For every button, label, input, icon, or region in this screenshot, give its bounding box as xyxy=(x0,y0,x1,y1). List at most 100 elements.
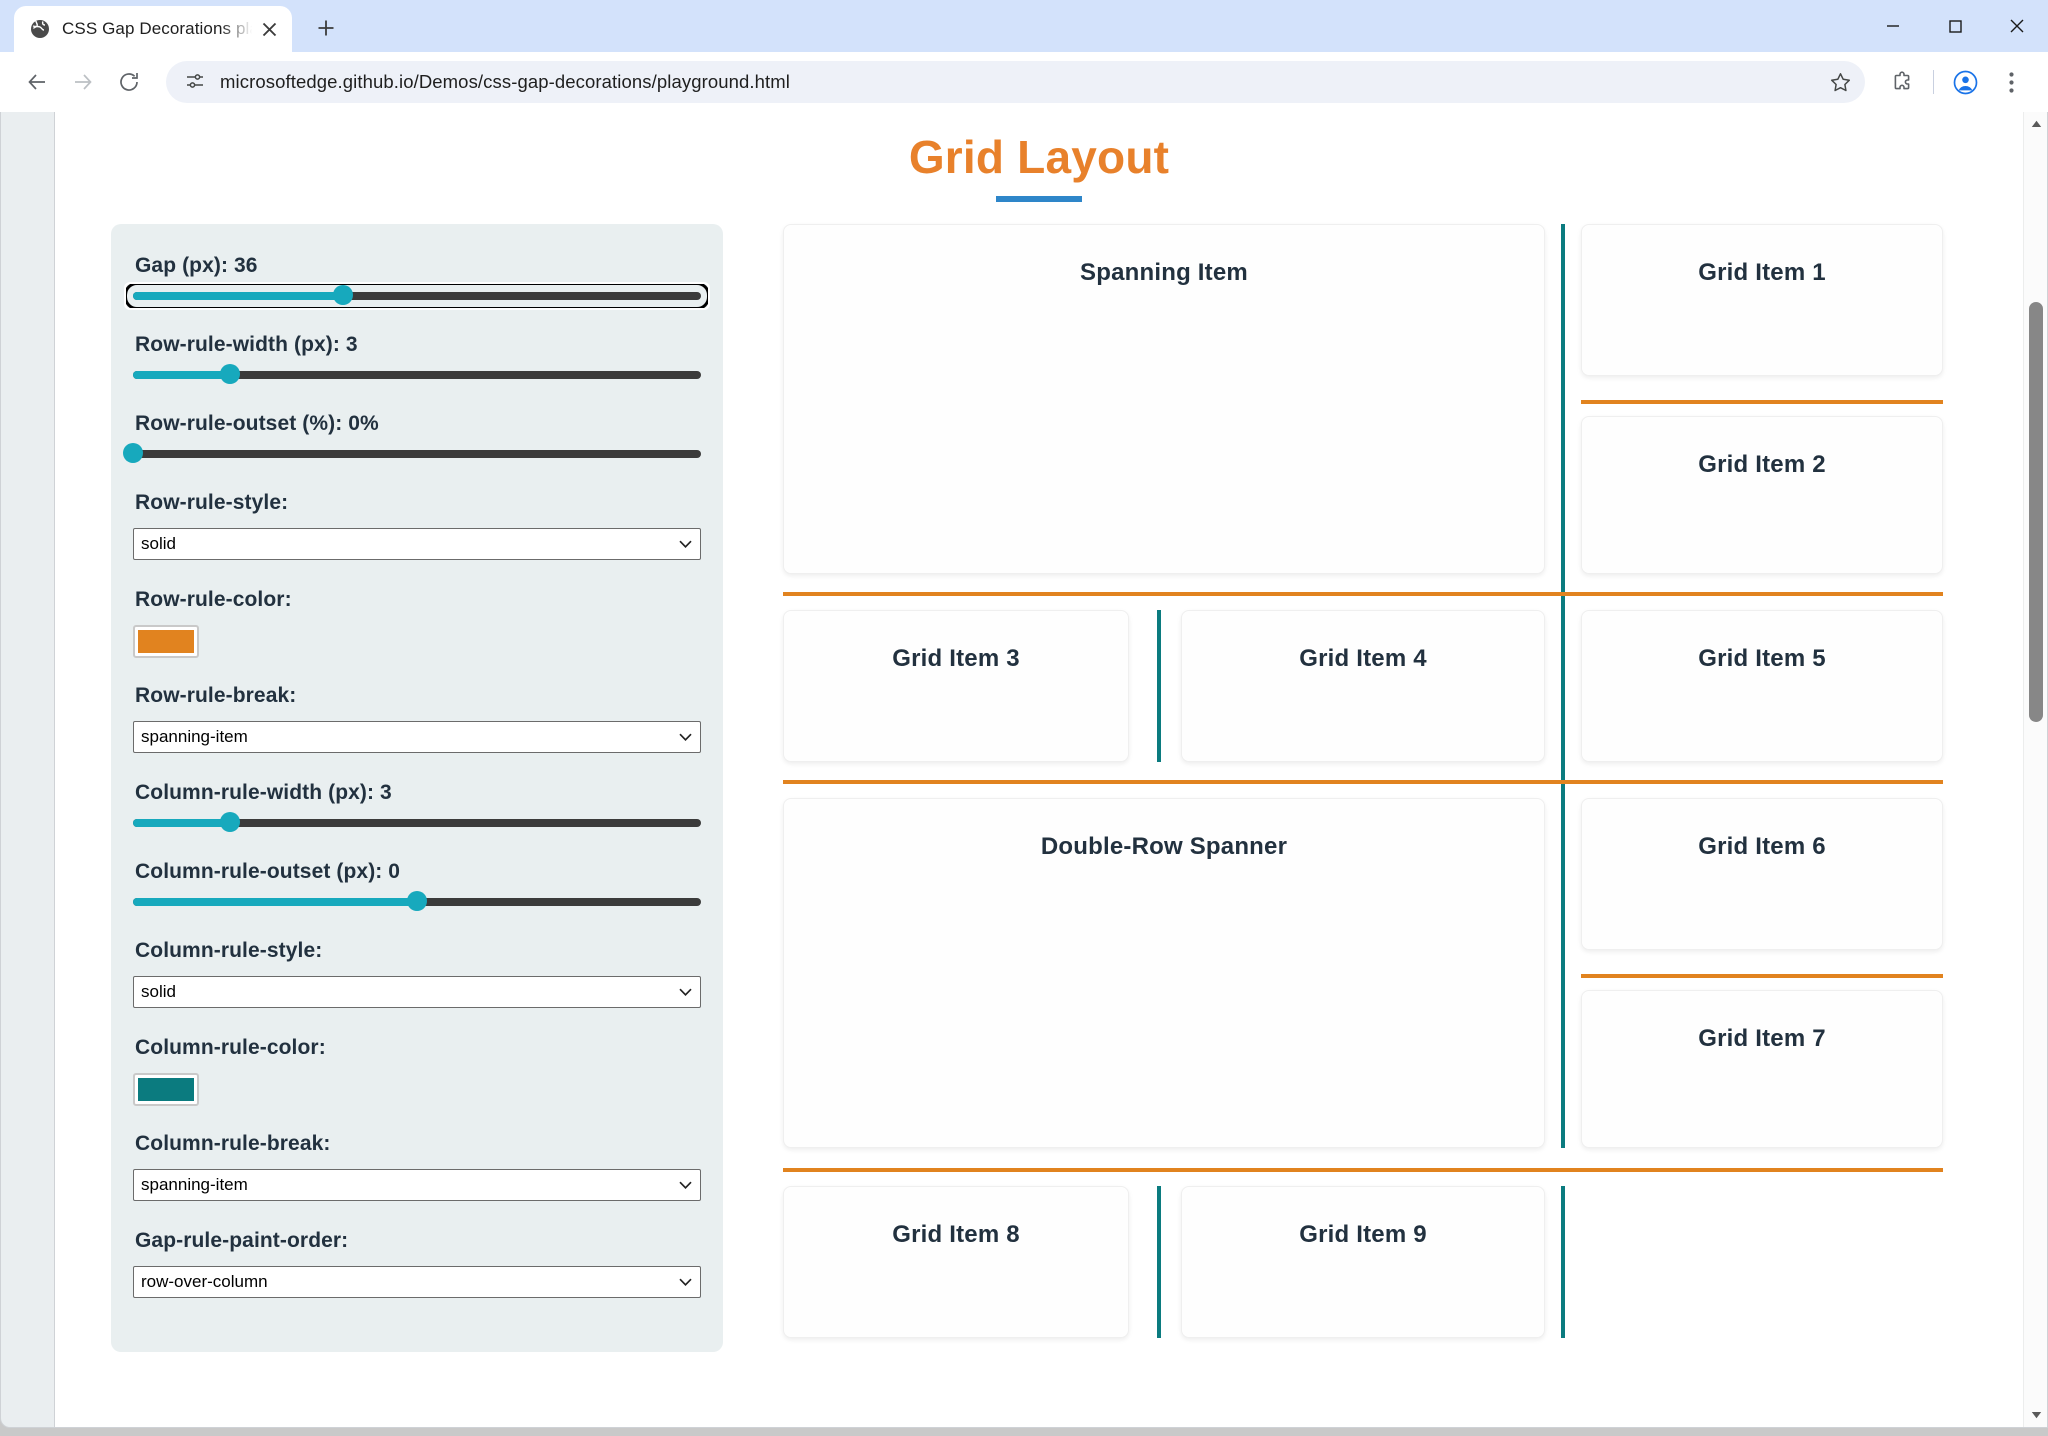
controls-panel: Gap (px): 36 Row-rule-width (px): 3 Row-ru… xyxy=(111,224,723,1352)
select-value-row-rule-break: spanning-item xyxy=(141,727,248,746)
control-label-row-rule-width: Row-rule-width (px): 3 xyxy=(135,333,358,356)
column-rule-outer-bottom xyxy=(1561,1186,1565,1338)
slider-fill xyxy=(133,371,230,379)
select-value-column-rule-style: solid xyxy=(141,982,176,1001)
tab-strip: CSS Gap Decorations playground xyxy=(0,0,2048,52)
select-row-rule-break[interactable]: spanning-item xyxy=(133,721,701,753)
control-label-column-rule-width: Column-rule-width (px): 3 xyxy=(135,781,392,804)
select-gap-rule-paint-order[interactable]: row-over-column xyxy=(133,1266,701,1298)
grid-item-1: Grid Item 1 xyxy=(1581,224,1943,376)
grid-item-label: Grid Item 8 xyxy=(892,1221,1020,1248)
slider-wrap-row-rule-width xyxy=(133,364,701,406)
double-row-spanner: Double-Row Spanner xyxy=(783,798,1545,1148)
account-icon[interactable] xyxy=(1944,61,1986,103)
slider-fill xyxy=(133,292,344,300)
color-swatch-fill xyxy=(138,1078,194,1101)
control-label-column-rule-style: Column-rule-style: xyxy=(135,939,323,962)
browser-menu-icon[interactable] xyxy=(1990,61,2032,103)
maximize-button[interactable] xyxy=(1924,0,1986,52)
control-column-rule-style: Column-rule-style: solid xyxy=(133,939,701,1008)
slider-track xyxy=(133,819,701,827)
new-tab-button[interactable] xyxy=(306,8,346,48)
chevron-down-icon xyxy=(679,1181,692,1189)
select-column-rule-style[interactable]: solid xyxy=(133,976,701,1008)
close-window-button[interactable] xyxy=(1986,0,2048,52)
select-column-rule-break[interactable]: spanning-item xyxy=(133,1169,701,1201)
slider-gap[interactable] xyxy=(124,282,710,310)
site-info-icon[interactable] xyxy=(180,67,210,97)
grid-item-label: Grid Item 5 xyxy=(1698,645,1826,672)
title-underline xyxy=(996,196,1082,202)
control-label-column-rule-outset: Column-rule-outset (px): 0 xyxy=(135,860,401,883)
control-label-row-rule-break: Row-rule-break: xyxy=(135,684,297,707)
control-column-rule-color: Column-rule-color: xyxy=(133,1036,701,1106)
slider-track xyxy=(133,371,701,379)
grid-item-9: Grid Item 9 xyxy=(1181,1186,1545,1338)
control-row-rule-break: Row-rule-break: spanning-item xyxy=(133,684,701,753)
grid-demo: Spanning Item Grid Item 1 Grid Item 2 Grid … xyxy=(783,224,1961,1354)
forward-icon[interactable] xyxy=(62,61,104,103)
slider-column-rule-width[interactable] xyxy=(133,812,701,832)
control-label-row-rule-color: Row-rule-color: xyxy=(135,588,292,611)
puzzle-icon[interactable] xyxy=(1881,61,1923,103)
chevron-down-icon xyxy=(679,1278,692,1286)
address-bar[interactable]: microsoftedge.github.io/Demos/css-gap-de… xyxy=(166,61,1865,103)
control-column-rule-outset: Column-rule-outset (px): 0 xyxy=(133,860,701,933)
grid-item-6: Grid Item 6 xyxy=(1581,798,1943,950)
slider-thumb[interactable] xyxy=(219,364,240,384)
slider-thumb[interactable] xyxy=(407,891,427,911)
column-rule-outer xyxy=(1561,224,1565,1148)
grid-item-label: Grid Item 6 xyxy=(1698,833,1826,860)
grid-item-label: Spanning Item xyxy=(1080,259,1248,286)
control-label-column-rule-break: Column-rule-break: xyxy=(135,1132,331,1155)
slider-track xyxy=(133,450,701,458)
slider-fill xyxy=(133,898,417,906)
scroll-up-icon[interactable] xyxy=(2024,112,2047,136)
color-swatch-column-rule-color[interactable] xyxy=(133,1073,199,1106)
slider-wrap-gap xyxy=(124,282,710,327)
slider-column-rule-outset[interactable] xyxy=(133,891,701,911)
grid-item-label: Grid Item 2 xyxy=(1698,451,1826,478)
grid-item-4: Grid Item 4 xyxy=(1181,610,1545,762)
select-row-rule-style[interactable]: solid xyxy=(133,528,701,560)
toolbar-divider xyxy=(1933,70,1934,94)
control-row-rule-style: Row-rule-style:solid xyxy=(133,491,701,560)
back-icon[interactable] xyxy=(16,61,58,103)
grid-item-label: Grid Item 3 xyxy=(892,645,1020,672)
page-layout: Gap (px): 36 Row-rule-width (px): 3 Row-ru… xyxy=(55,202,2023,1354)
scrollbar-thumb[interactable] xyxy=(2029,302,2043,722)
grid-item-label: Grid Item 4 xyxy=(1299,645,1427,672)
select-value-row-rule-style: solid xyxy=(141,534,176,553)
control-gap-rule-paint-order: Gap-rule-paint-order: row-over-column xyxy=(133,1229,701,1298)
star-icon[interactable] xyxy=(1823,65,1857,99)
control-row-rule-width: Row-rule-width (px): 3 xyxy=(133,333,701,406)
grid-item-3: Grid Item 3 xyxy=(783,610,1129,762)
vertical-scrollbar[interactable] xyxy=(2023,112,2047,1427)
row-rule-a xyxy=(783,592,1943,596)
grid-item-8: Grid Item 8 xyxy=(783,1186,1129,1338)
control-row-rule-color: Row-rule-color: xyxy=(133,588,701,658)
chevron-down-icon xyxy=(679,988,692,996)
control-column-rule-break: Column-rule-break: spanning-item xyxy=(133,1132,701,1201)
scroll-down-icon[interactable] xyxy=(2024,1403,2047,1427)
column-rule-inner-bottom xyxy=(1157,1186,1161,1338)
spanning-item: Spanning Item xyxy=(783,224,1545,574)
minimize-button[interactable] xyxy=(1862,0,1924,52)
control-gap: Gap (px): 36 xyxy=(124,254,710,327)
slider-thumb[interactable] xyxy=(219,812,240,832)
slider-thumb[interactable] xyxy=(123,443,143,463)
tab-close-icon[interactable] xyxy=(256,16,282,42)
window-controls xyxy=(1862,0,2048,52)
control-label-gap: Gap (px): 36 xyxy=(135,254,258,277)
slider-thumb[interactable] xyxy=(333,285,354,305)
control-label-gap-rule-paint-order: Gap-rule-paint-order: xyxy=(135,1229,349,1252)
color-swatch-row-rule-color[interactable] xyxy=(133,625,199,658)
slider-row-rule-outset[interactable] xyxy=(123,443,701,463)
globe-icon xyxy=(30,19,50,39)
browser-tab[interactable]: CSS Gap Decorations playground xyxy=(14,6,292,52)
reload-icon[interactable] xyxy=(108,61,150,103)
slider-row-rule-width[interactable] xyxy=(133,364,701,384)
control-label-column-rule-color: Column-rule-color: xyxy=(135,1036,326,1059)
